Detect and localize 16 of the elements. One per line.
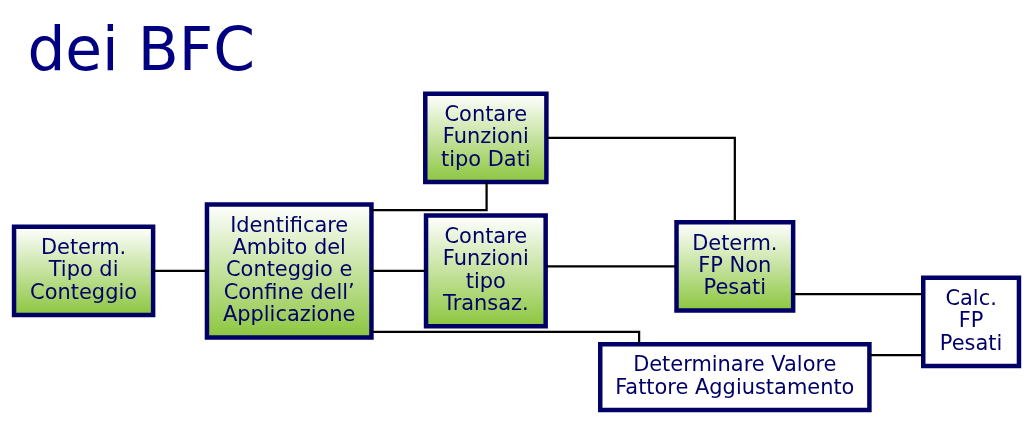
diagram-title: dei BFC xyxy=(27,13,255,84)
connector xyxy=(371,330,641,344)
connector xyxy=(793,292,923,295)
node-box: Contare Funzioni tipo Dati xyxy=(423,91,549,184)
node-box: Identificare Ambito del Conteggio e Confine dell’ Applicazione xyxy=(204,201,374,340)
node-box: Determ. Tipo di Conteggio xyxy=(11,224,156,317)
node-box: Determ. FP Non Pesati xyxy=(674,219,796,313)
connector xyxy=(371,269,426,272)
connector xyxy=(371,181,488,211)
connector xyxy=(153,269,207,272)
connector xyxy=(546,264,677,268)
node-box: Determinare Valore Fattore Aggiustamento xyxy=(598,341,872,412)
connector xyxy=(869,353,923,356)
node-box: Contare Funzioni tipo Transaz. xyxy=(423,212,548,329)
node-box: Calc. FP Pesati xyxy=(921,274,1022,368)
connector xyxy=(546,136,736,222)
